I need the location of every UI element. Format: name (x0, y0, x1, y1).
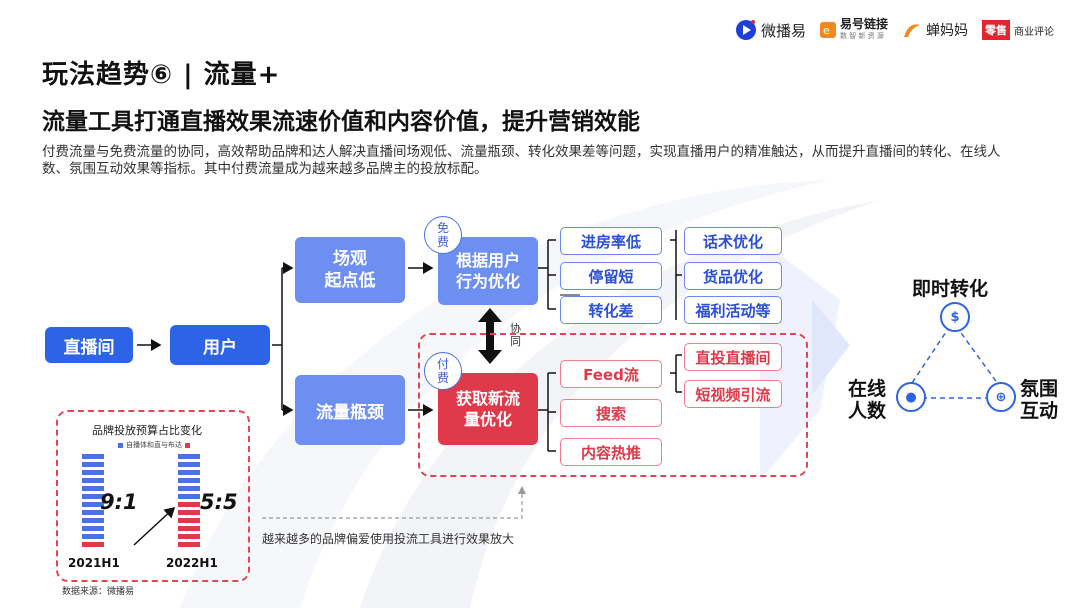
note-text: 越来越多的品牌偏爱使用投流工具进行效果放大 (262, 532, 515, 546)
bar-segment (82, 478, 104, 483)
bar-segment (82, 518, 104, 523)
page-title: 玩法趋势⑥ | 流量+ (42, 60, 281, 90)
paid-traffic-dashed-frame (418, 333, 808, 477)
target-short-video: 短视频引流 (684, 380, 782, 408)
ratio-2022: 5:5 (200, 490, 238, 514)
online-users-icon: ● (896, 382, 926, 412)
bar-segment (178, 542, 200, 547)
target-live-room: 直投直播间 (684, 343, 782, 371)
logo-retail-review: 零售 商业评论 (982, 20, 1054, 40)
logo-yihao: e 易号链接 数 智 新 资 源 (819, 18, 888, 42)
partner-logos: 微播易 e 易号链接 数 智 新 资 源 蝉妈妈 零售 商业评论 (735, 18, 1054, 42)
bar-segment (178, 462, 200, 467)
budget-chart-title: 品牌投放预算占比变化 (92, 424, 202, 437)
svg-text:e: e (823, 24, 830, 37)
outcome-online-users: 在线 人数 (848, 378, 887, 422)
user-node: 用户 (170, 325, 270, 365)
problem-entry-rate-low: 进房率低 (560, 227, 662, 255)
bar-segment (82, 542, 104, 547)
traffic-bottleneck-node: 流量瓶颈 (295, 375, 405, 445)
bar-segment (178, 478, 200, 483)
bar-segment (178, 518, 200, 523)
bar-segment (178, 526, 200, 531)
bar-segment (82, 494, 104, 499)
bar-segment (82, 462, 104, 467)
channel-search: 搜索 (560, 399, 662, 427)
weiboyi-logo-icon (735, 20, 756, 40)
bar-segment (82, 454, 104, 459)
conversion-icon: $ (940, 302, 970, 332)
bar-segment (82, 502, 104, 507)
scene-low-node: 场观 起点低 (295, 237, 405, 303)
legend-swatch-blue (118, 442, 123, 448)
logo-weiboyi: 微播易 (735, 19, 806, 41)
paid-tag: 付 费 (424, 352, 462, 390)
problem-conversion-poor: 转化差 (560, 296, 662, 324)
bar-segment (178, 486, 200, 491)
chanmama-logo-icon (904, 24, 920, 37)
synergy-arrow-icon (478, 308, 502, 364)
synergy-label: 协 同 (510, 322, 521, 348)
bar-segment (178, 494, 200, 499)
solution-goods: 货品优化 (684, 262, 782, 290)
page-subtitle: 流量工具打通直播效果流速价值和内容价值，提升营销效能 (42, 109, 640, 135)
bar-segment (178, 454, 200, 459)
bar-segment (82, 510, 104, 515)
bar-label-2022: 2022H1 (166, 556, 218, 570)
live-room-node: 直播间 (45, 327, 133, 363)
channel-content-boost: 内容热推 (560, 438, 662, 466)
channel-feed: Feed流 (560, 360, 662, 388)
legend-swatch-red (185, 442, 190, 448)
outcome-atmosphere: 氛围 互动 (1020, 378, 1059, 422)
budget-chart-legend: 自播体和直与布达 (118, 440, 190, 450)
free-tag: 免 费 (424, 216, 462, 254)
yihao-logo-icon: e (819, 22, 836, 38)
cart-icon: ⊕ (986, 382, 1016, 412)
description: 付费流量与免费流量的协同，高效帮助品牌和达人解决直播间场观低、流量瓶颈、转化效果… (42, 144, 1001, 177)
budget-chart-frame (56, 410, 250, 582)
bar-segment (178, 502, 200, 507)
bar-segment (178, 510, 200, 515)
logo-chanmama: 蝉妈妈 (902, 20, 968, 40)
data-source: 数据来源：微播易 (62, 587, 135, 597)
bar-segment (178, 470, 200, 475)
bar-segment (178, 534, 200, 539)
bar-segment (82, 486, 104, 491)
solution-welfare: 福利活动等 (684, 296, 782, 324)
bar-label-2021: 2021H1 (68, 556, 120, 570)
ratio-2021: 9:1 (100, 490, 138, 514)
bar-segment (82, 534, 104, 539)
new-traffic-optimization-node: 获取新流 量优化 (438, 373, 538, 445)
solution-script: 话术优化 (684, 227, 782, 255)
bar-segment (82, 526, 104, 531)
problem-stay-short: 停留短 (560, 262, 662, 290)
outcome-instant-conversion: 即时转化 (912, 278, 989, 300)
bar-segment (82, 470, 104, 475)
